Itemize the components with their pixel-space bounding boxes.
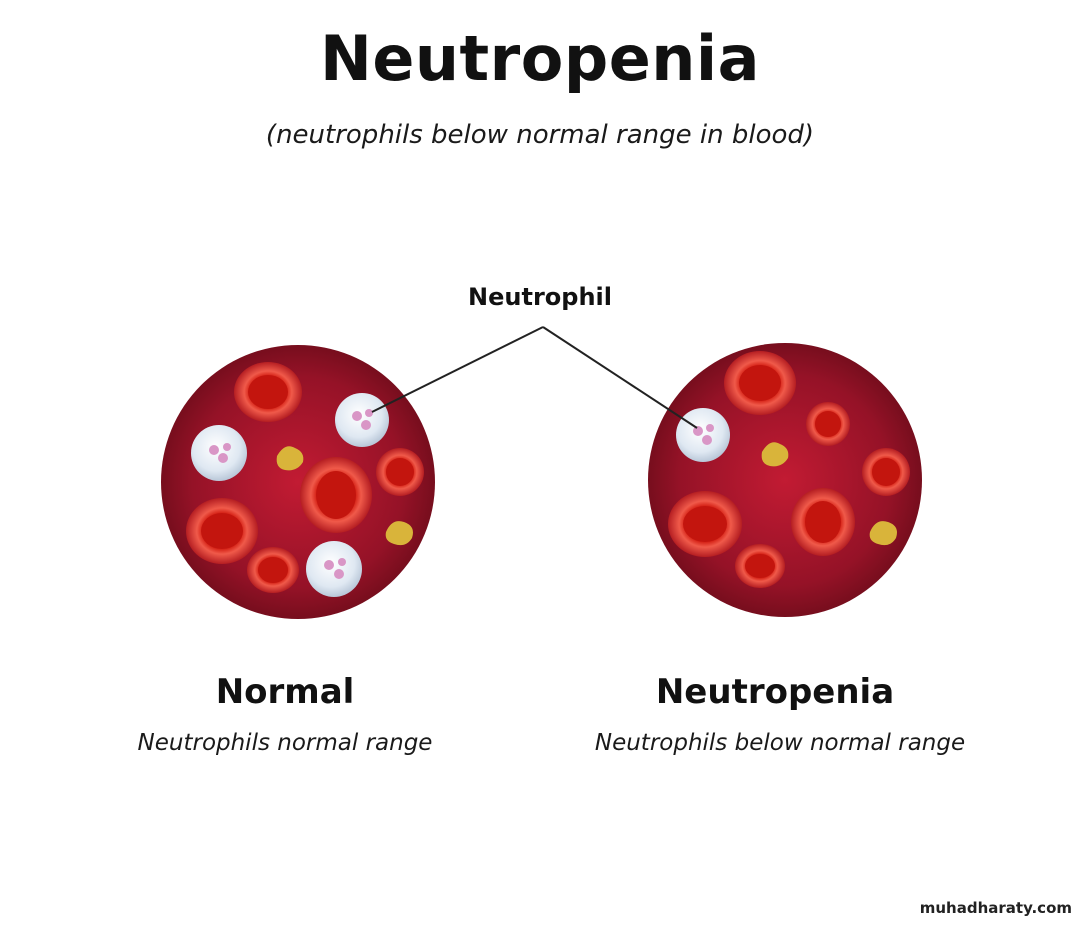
red-blood-cell	[300, 457, 372, 533]
footer-credit: muhadharaty.com	[919, 899, 1072, 917]
neutrophil-callout-lines	[371, 326, 698, 429]
red-blood-cell	[806, 402, 850, 446]
neutrophil-cell	[191, 425, 247, 481]
red-blood-cell	[186, 498, 258, 564]
red-blood-cell	[247, 547, 299, 593]
callout-line-left	[371, 326, 544, 413]
page-subtitle: (neutrophils below normal range in blood…	[265, 120, 815, 150]
red-blood-cell	[791, 488, 855, 556]
neutrophil-cell	[306, 541, 362, 597]
red-blood-cell	[735, 544, 785, 588]
platelet	[869, 521, 897, 546]
normal-blood-sample	[161, 345, 435, 619]
platelet	[761, 442, 789, 467]
red-blood-cell	[724, 351, 796, 415]
neutropenia-panel-caption: Neutrophils below normal range	[594, 730, 966, 756]
platelet	[385, 521, 413, 546]
callout-line-right	[542, 326, 698, 429]
red-blood-cell	[668, 491, 742, 557]
neutropenia-blood-sample	[648, 343, 922, 617]
normal-panel-caption: Neutrophils normal range	[137, 730, 433, 756]
normal-panel-title: Normal	[215, 672, 355, 712]
neutrophil-cell	[676, 408, 730, 462]
red-blood-cell	[862, 448, 910, 496]
neutrophil-callout-label: Neutrophil	[468, 283, 612, 311]
red-blood-cell	[234, 362, 302, 422]
platelet	[276, 446, 304, 471]
neutrophil-cell	[335, 393, 389, 447]
red-blood-cell	[376, 448, 424, 496]
page-title: Neutropenia	[319, 22, 761, 95]
neutropenia-panel-title: Neutropenia	[655, 672, 895, 712]
